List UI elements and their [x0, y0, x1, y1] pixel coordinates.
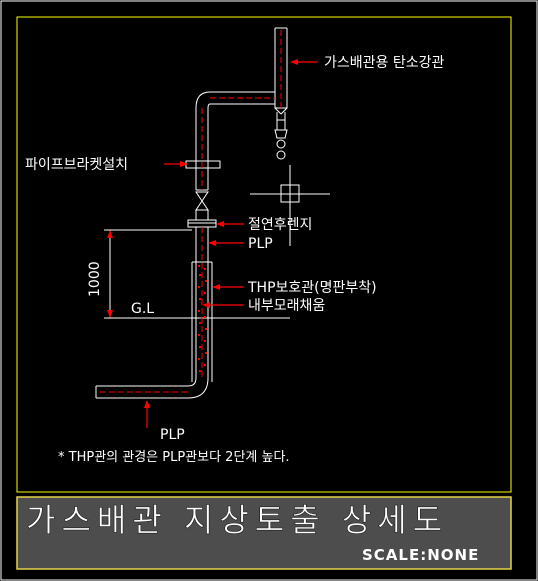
note-text: * THP관의 관경은 PLP관보다 2단계 높다. — [58, 450, 290, 465]
label-insulation-flange: 절연후렌지 — [248, 217, 312, 233]
label-carbon-steel-pipe: 가스배관용 탄소강관 — [324, 55, 444, 71]
title-block-frame — [16, 496, 512, 570]
drawing-frame — [16, 16, 512, 493]
pipe-centerlines — [100, 30, 282, 393]
label-inner-sand: 내부모래채움 — [248, 298, 325, 314]
leader-lines — [144, 59, 318, 428]
label-plp-top: PLP — [248, 236, 273, 252]
scale-note: SCALE:NONE — [362, 546, 479, 564]
label-pipe-bracket: 파이프브라켓설치 — [25, 157, 128, 173]
label-ground-level: G.L — [131, 301, 154, 317]
label-dimension-1000: 1000 — [87, 261, 103, 297]
label-thp-protection: THP보호관(명판부착) — [247, 280, 377, 296]
pipe-assembly — [95, 27, 330, 399]
dimension-arrows — [107, 230, 113, 318]
drawing-title: 가스배관 지상토출 상세도 — [26, 501, 448, 539]
sand-fill-hatch — [198, 265, 207, 372]
label-plp-bottom: PLP — [160, 427, 185, 443]
